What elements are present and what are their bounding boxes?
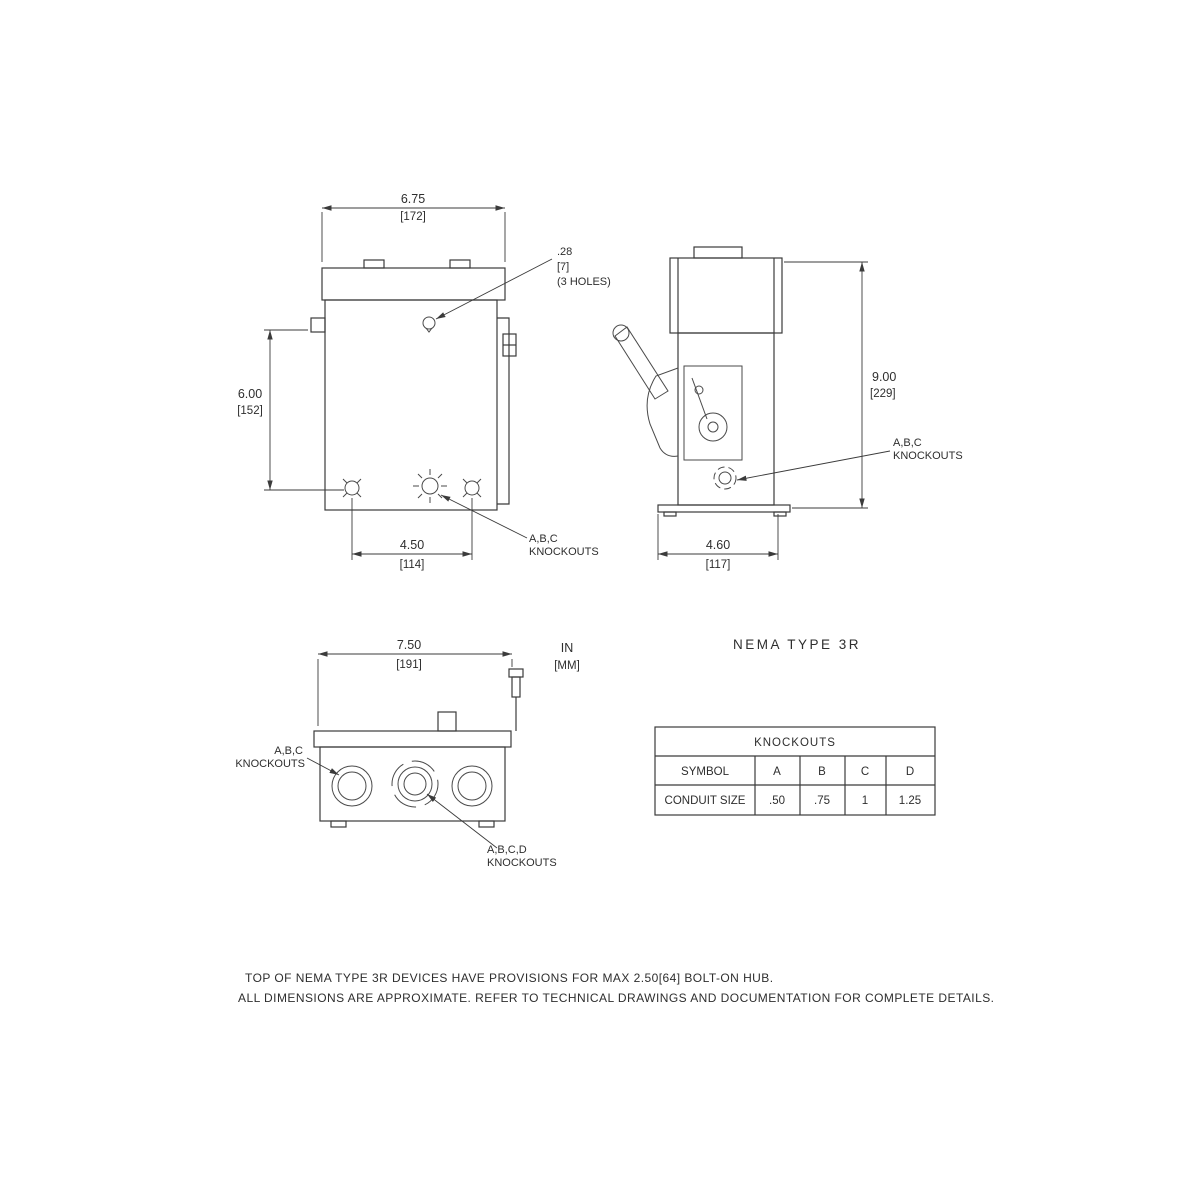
bottom-width-dim-in: 7.50 (397, 638, 421, 652)
bottom-knockout-left (331, 765, 373, 807)
side-height-dim-in: 9.00 (872, 370, 896, 384)
side-width-dim-in: 4.60 (706, 538, 730, 552)
side-knockout-label-1: A,B,C (893, 437, 922, 449)
side-width-dimension (657, 514, 779, 560)
side-knockout-leader (736, 450, 891, 481)
knockouts-table: KNOCKOUTS SYMBOL A B C D CONDUIT SIZE .5… (654, 726, 936, 816)
front-knockout-leader (440, 494, 528, 539)
table-conduit-label: CONDUIT SIZE (665, 795, 746, 807)
side-view: 9.00 [229] 4.60 [117] A,B,C KNOCKOUTS (612, 246, 963, 571)
table-size-a: .50 (769, 795, 785, 807)
bottom-width-dimension (317, 651, 513, 726)
front-height-dim-mm: [152] (237, 405, 263, 417)
front-view: 6.75 [172] 6.00 [152] 4.50 [114] .28 [7]… (237, 192, 611, 571)
front-bottom-dim-in: 4.50 (400, 538, 424, 552)
table-col-c: C (861, 766, 869, 778)
front-knockout-label-2: KNOCKOUTS (529, 546, 599, 558)
table-symbol-header: SYMBOL (681, 766, 730, 778)
table-col-a: A (773, 766, 781, 778)
note-dimensions-approximate: ALL DIMENSIONS ARE APPROXIMATE. REFER TO… (238, 991, 994, 1005)
bottom-width-dim-mm: [191] (396, 659, 422, 671)
hole-callout-mm: [7] (557, 261, 569, 273)
side-knockout (713, 466, 737, 490)
side-enclosure-outline (657, 246, 791, 517)
table-size-c: 1 (862, 795, 868, 807)
bottom-abc-label-1: A,B,C (274, 745, 303, 757)
hole-callout-count: (3 HOLES) (557, 276, 611, 288)
front-knockout-right (462, 478, 482, 498)
side-knockout-label-2: KNOCKOUTS (893, 450, 963, 462)
bottom-enclosure-outline (313, 668, 524, 828)
front-enclosure-outline (310, 259, 517, 511)
front-bottom-dim-mm: [114] (400, 559, 425, 571)
note-hub-provision: TOP OF NEMA TYPE 3R DEVICES HAVE PROVISI… (245, 971, 774, 985)
front-width-dim-in: 6.75 (401, 192, 425, 206)
bottom-abc-label-2: KNOCKOUTS (235, 758, 305, 770)
front-height-dim-in: 6.00 (238, 387, 262, 401)
side-width-dim-mm: [117] (706, 559, 731, 571)
hole-callout-dia: .28 (557, 246, 572, 258)
bottom-abcd-leader (426, 793, 498, 849)
front-knockout-middle (413, 469, 447, 503)
bottom-view: 7.50 [191] IN [MM] A,B,C KNOCKOUTS A,B,C… (235, 638, 579, 869)
table-col-b: B (818, 766, 826, 778)
bottom-knockout-right (451, 765, 493, 807)
front-width-dimension (321, 205, 506, 262)
bottom-abc-leader (306, 757, 340, 776)
hole-callout-leader (435, 258, 553, 320)
front-mounting-hole (422, 316, 436, 333)
units-note-in: IN (561, 641, 574, 655)
table-col-d: D (906, 766, 914, 778)
table-size-d: 1.25 (899, 795, 921, 807)
side-handle (612, 324, 679, 457)
bottom-knockout-middle (391, 760, 439, 808)
nema-type-label: NEMA TYPE 3R (733, 637, 861, 652)
front-knockout-label-1: A,B,C (529, 533, 558, 545)
front-height-dimension (264, 329, 344, 491)
side-height-dim-mm: [229] (870, 388, 896, 400)
side-height-dimension (784, 261, 868, 509)
units-note-mm: [MM] (554, 660, 580, 672)
bottom-abcd-label-1: A,B,C,D (487, 844, 527, 856)
front-width-dim-mm: [172] (400, 211, 426, 223)
side-mechanism (683, 365, 743, 461)
table-size-b: .75 (814, 795, 830, 807)
table-title: KNOCKOUTS (754, 737, 836, 749)
footer-notes: TOP OF NEMA TYPE 3R DEVICES HAVE PROVISI… (238, 971, 994, 1005)
front-knockout-left (342, 478, 362, 498)
front-bottom-dimension (351, 498, 473, 560)
knockouts-table-grid (654, 726, 936, 816)
bottom-abcd-label-2: KNOCKOUTS (487, 857, 557, 869)
